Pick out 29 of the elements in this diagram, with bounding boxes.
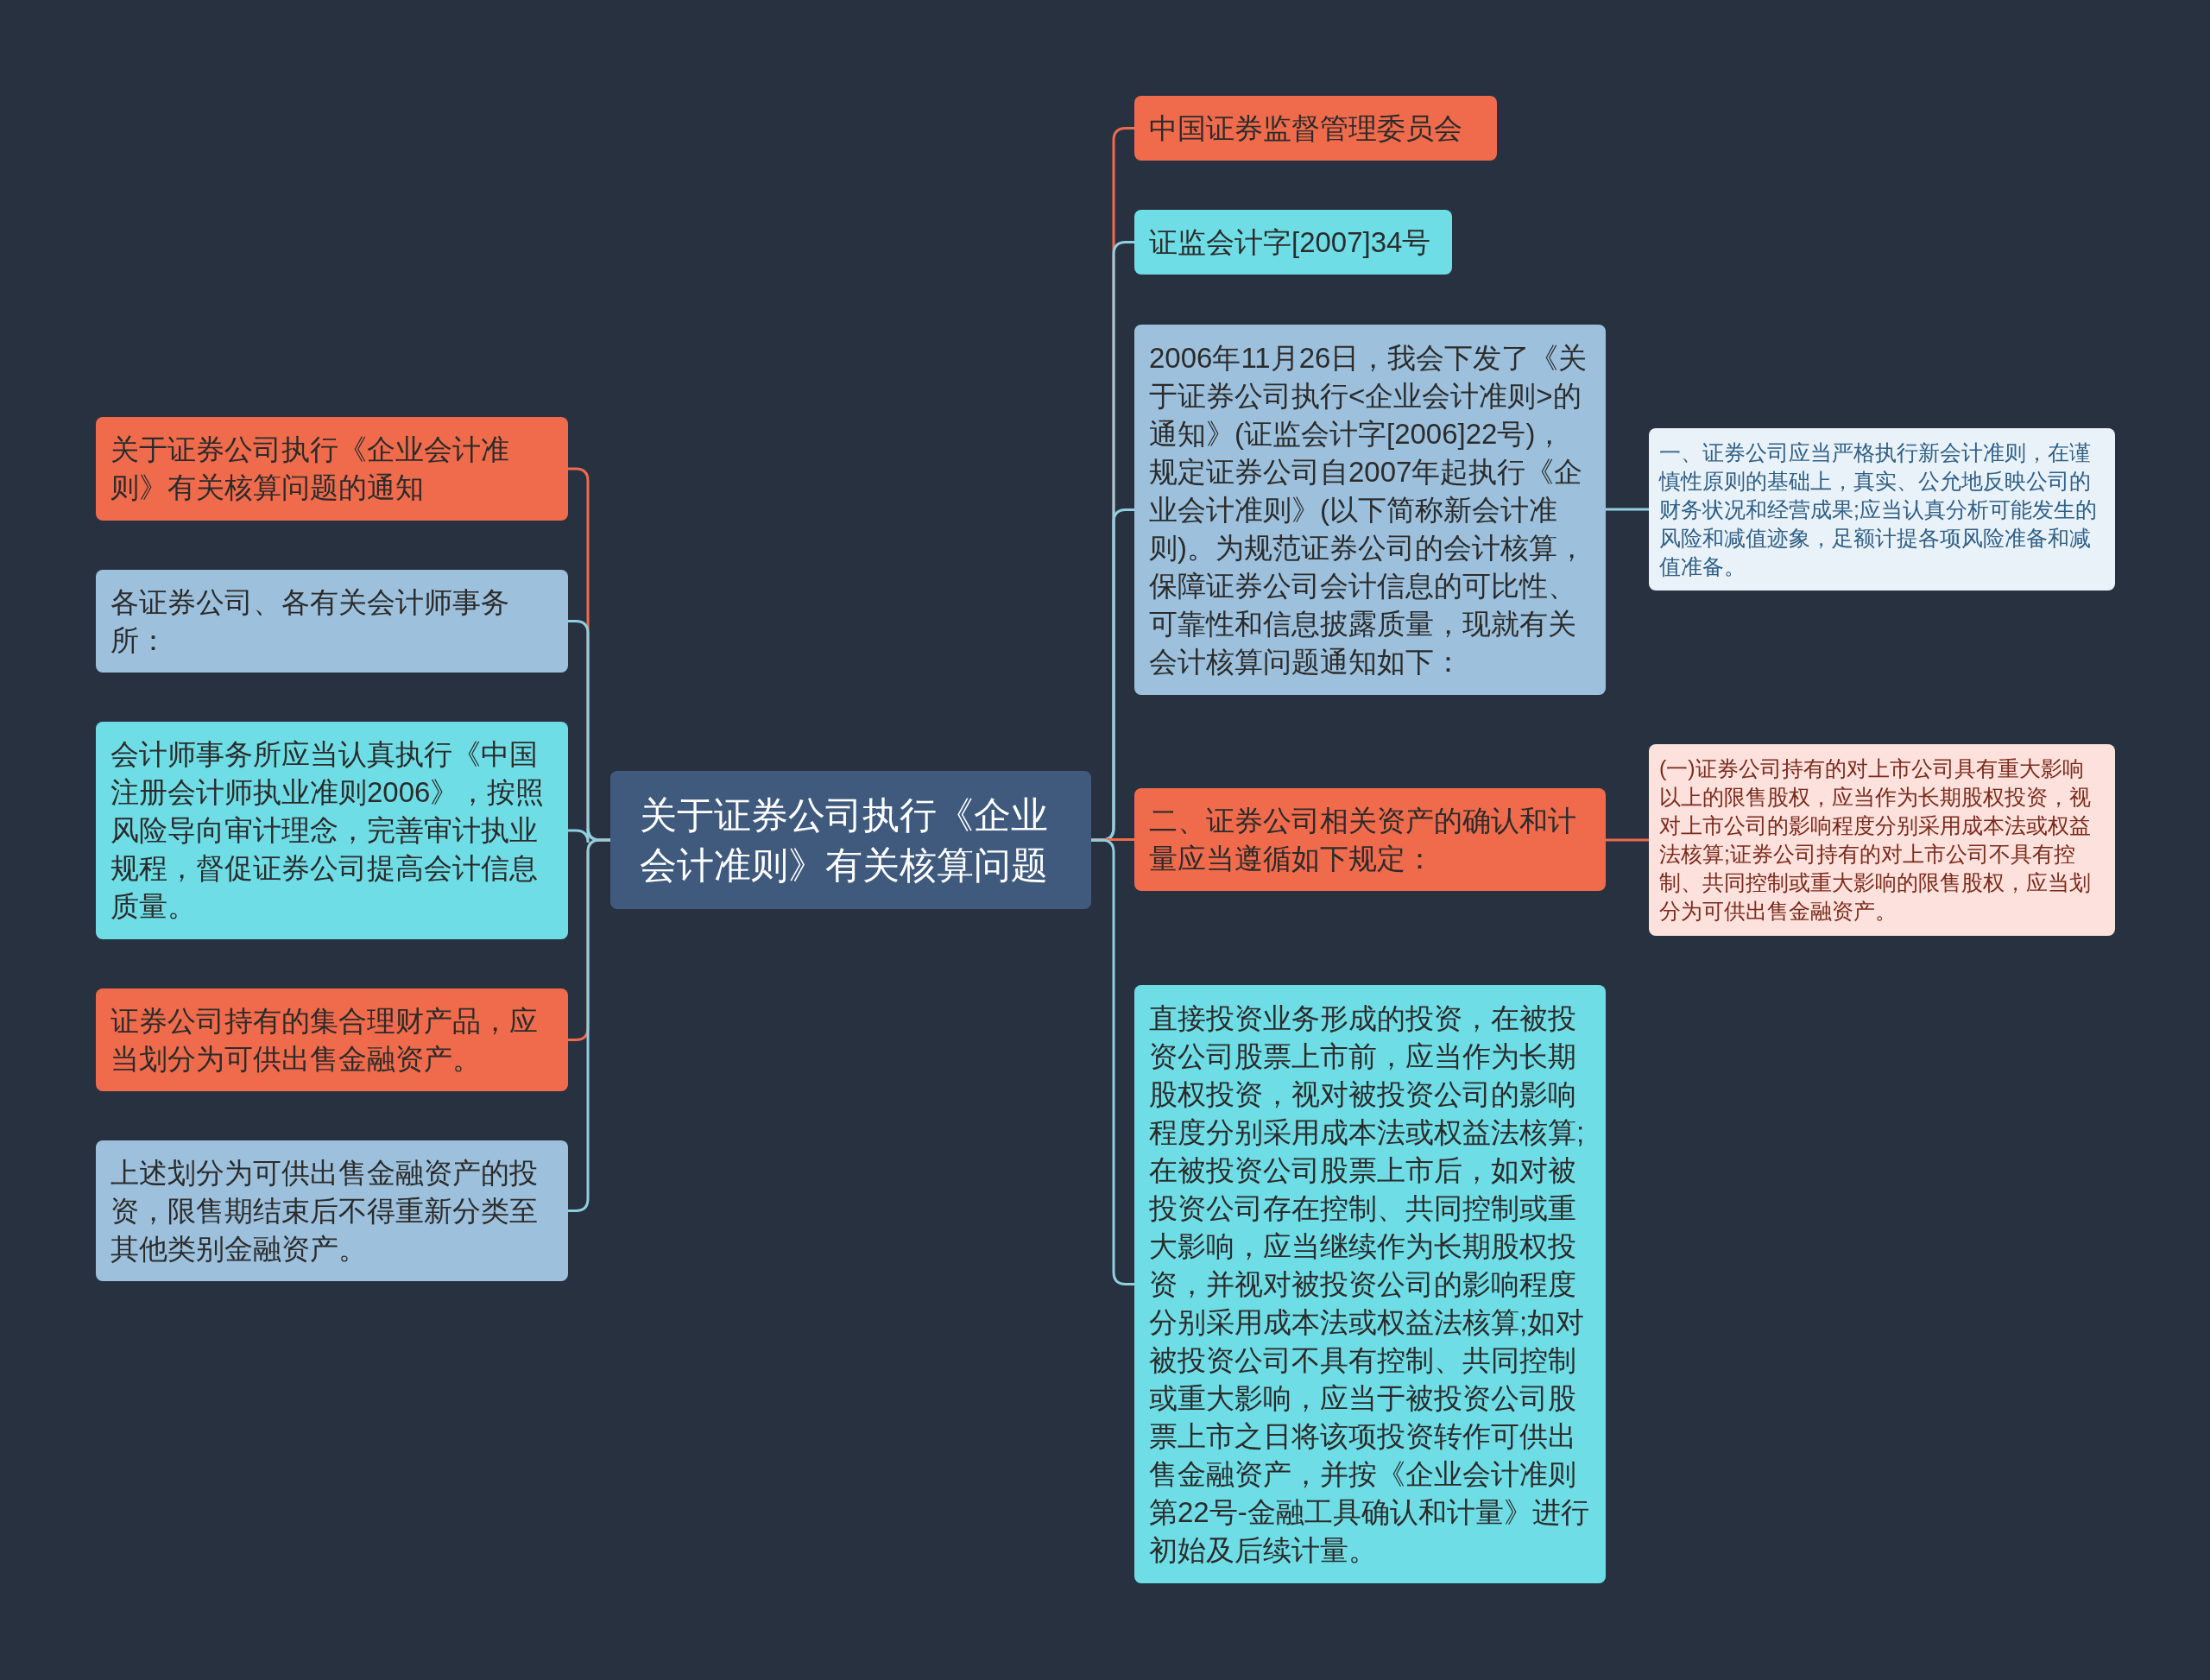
topic-box [1134,788,1606,891]
topic-text: 2006年11月26日，我会下发了《关于证券公司执行<企业会计准则>的通知》(证监会计字[2006]22号)，规定证券公司自2007年起执行《企业会计准则》(以下简称新会计准则)。为规范证券公司的会计核算，保障证券公司会计信息的可比性、可靠性和信息披露质量，现就有关会计核算问题通知如下： [1149,340,1588,679]
topic-text: 会计师事务所应当认真执行《中国注册会计师执业准则2006》，按照风险导向审计理念，完善审计执业规程，督促证券公司提高会计信息质量。 [110,737,546,924]
subtopic-box [1649,428,2115,591]
central-topic [610,771,1091,909]
connector-line [1091,838,1134,1285]
topic-box [96,988,568,1091]
connector-line [1606,508,1649,511]
topic-text: 一、证券公司应当严格执行新会计准则，在谨慎性原则的基础上，真实、公允地反映公司的财务状况和经营成果;应当认真分析可能发生的风险和减值迹象，足额计提各项风险准备和减值准备。 [1659,439,2098,580]
topic-text: 关于证券公司执行《企业会计准则》有关核算问题 [640,793,1049,887]
topic-text: 中国证券监督管理委员会 [1149,111,1463,146]
topic-text: 二、证券公司相关资产的确认和计量应当遵循如下规定： [1149,803,1577,876]
topic-text: (一)证券公司持有的对上市公司具有重大影响以上的限售股权，应当作为长期股权投资，视对上市公司的影响程度分别采用成本法或权益法核算;证券公司持有的对上市公司不具有控制、共同控制或重大影响的限售股权，应当划分为可供出售金融资产。 [1659,755,2092,925]
topic-text: 上述划分为可供出售金融资产的投资，限售期结束后不得重新分类至其他类别金融资产。 [110,1155,539,1266]
connector-line [1606,838,1649,842]
topic-box [96,722,568,939]
topic-box [96,417,568,521]
topic-box [96,1140,568,1281]
topic-text: 各证券公司、各有关会计师事务所： [110,584,510,658]
topic-text: 直接投资业务形成的投资，在被投资公司股票上市前，应当作为长期股权投资，视对被投资公司的影响程度分别采用成本法或权益法核算;在被投资公司股票上市后，如对被投资公司存在控制、共同控制或重大影响，应当继续作为长期股权投资，并视对被投资公司的影响程度分别采用成本法或权益法核算;如对被投资公司不具有控制、共同控制或重大影响，应当于被投资公司股票上市之日将该项投资转作可供出售金融资产，并按《企业会计准则第22号-金融工具确认和计量》进行初始及后续计量。 [1149,1001,1590,1568]
topic-text: 关于证券公司执行《企业会计准则》有关核算问题的通知 [110,433,510,505]
topic-text: 证监会计字[2007]34号 [1149,224,1432,260]
connector-line [568,838,610,1212]
topic-box [1134,210,1452,275]
connector-line [1091,838,1134,841]
subtopic-box [1649,744,2115,936]
topic-text: 证券公司持有的集合理财产品，应当划分为可供出售金融资产。 [110,1003,539,1077]
topic-box [1134,96,1497,161]
topic-box [96,570,568,673]
